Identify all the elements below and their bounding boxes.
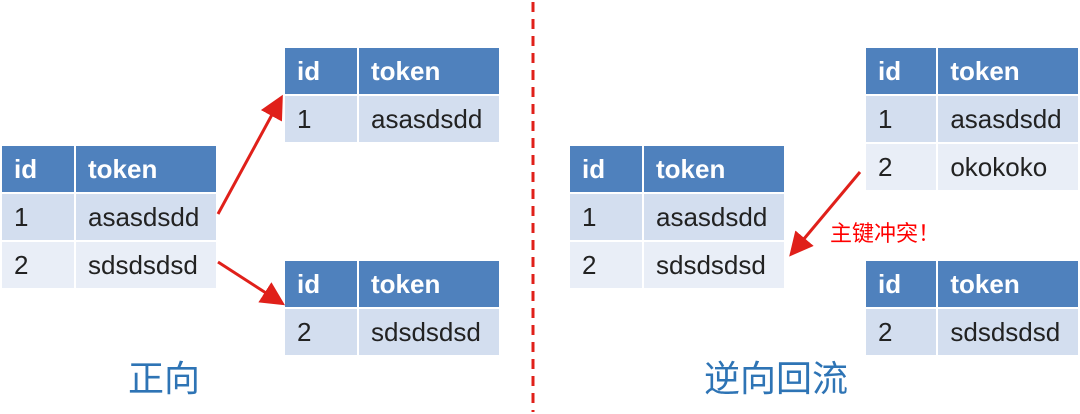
token-header: token	[644, 146, 784, 192]
id-cell: 2	[570, 242, 642, 288]
id-cell: 2	[2, 242, 74, 288]
table-row: 2 sdsdsdsd	[570, 242, 784, 288]
token-cell: asasdsdd	[76, 194, 216, 240]
forward-target-table-2: id token 2 sdsdsdsd	[283, 259, 501, 357]
id-header: id	[866, 48, 937, 94]
token-header: token	[76, 146, 216, 192]
id-cell: 1	[2, 194, 74, 240]
table-header-row: id token	[570, 146, 784, 192]
table-header-row: id token	[285, 261, 499, 307]
table-row: 2 sdsdsdsd	[285, 309, 499, 355]
token-cell: asasdsdd	[644, 194, 784, 240]
id-header: id	[2, 146, 74, 192]
table-header-row: id token	[2, 146, 216, 192]
id-cell: 2	[285, 309, 357, 355]
reverse-destination-table: id token 1 asasdsdd 2 sdsdsdsd	[568, 144, 786, 290]
reverse-source-table-2: id token 2 sdsdsdsd	[864, 259, 1080, 357]
token-cell: sdsdsdsd	[76, 242, 216, 288]
reverse-caption: 逆向回流	[704, 359, 849, 400]
table-row: 2 sdsdsdsd	[866, 309, 1078, 355]
token-header: token	[938, 261, 1078, 307]
forward-source-table: id token 1 asasdsdd 2 sdsdsdsd	[0, 144, 218, 290]
reverse-source-table-1: id token 1 asasdsdd 2 okokoko	[864, 46, 1080, 192]
id-header: id	[866, 261, 937, 307]
conflict-label: 主键冲突！	[830, 222, 941, 247]
id-cell: 1	[570, 194, 642, 240]
id-header: id	[285, 48, 357, 94]
id-cell: 1	[285, 96, 357, 142]
token-header: token	[938, 48, 1078, 94]
table-header-row: id token	[866, 48, 1078, 94]
table-row: 1 asasdsdd	[866, 96, 1078, 142]
table-row: 1 asasdsdd	[285, 96, 499, 142]
token-cell: asasdsdd	[938, 96, 1078, 142]
token-header: token	[359, 261, 499, 307]
table-row: 2 sdsdsdsd	[2, 242, 216, 288]
id-header: id	[285, 261, 357, 307]
token-cell: sdsdsdsd	[359, 309, 499, 355]
id-cell: 1	[866, 96, 937, 142]
forward-arrow-up	[216, 94, 283, 215]
reverse-arrow	[789, 171, 862, 257]
forward-target-table-1: id token 1 asasdsdd	[283, 46, 501, 144]
id-cell: 2	[866, 144, 937, 190]
id-header: id	[570, 146, 642, 192]
table-header-row: id token	[866, 261, 1078, 307]
token-header: token	[359, 48, 499, 94]
forward-caption: 正向	[128, 359, 201, 400]
token-cell: okokoko	[938, 144, 1078, 190]
table-row: 1 asasdsdd	[2, 194, 216, 240]
token-cell: sdsdsdsd	[644, 242, 784, 288]
id-cell: 2	[866, 309, 937, 355]
table-row: 2 okokoko	[866, 144, 1078, 190]
forward-arrow-down	[217, 260, 286, 306]
token-cell: sdsdsdsd	[938, 309, 1078, 355]
token-cell: asasdsdd	[359, 96, 499, 142]
table-header-row: id token	[285, 48, 499, 94]
table-row: 1 asasdsdd	[570, 194, 784, 240]
